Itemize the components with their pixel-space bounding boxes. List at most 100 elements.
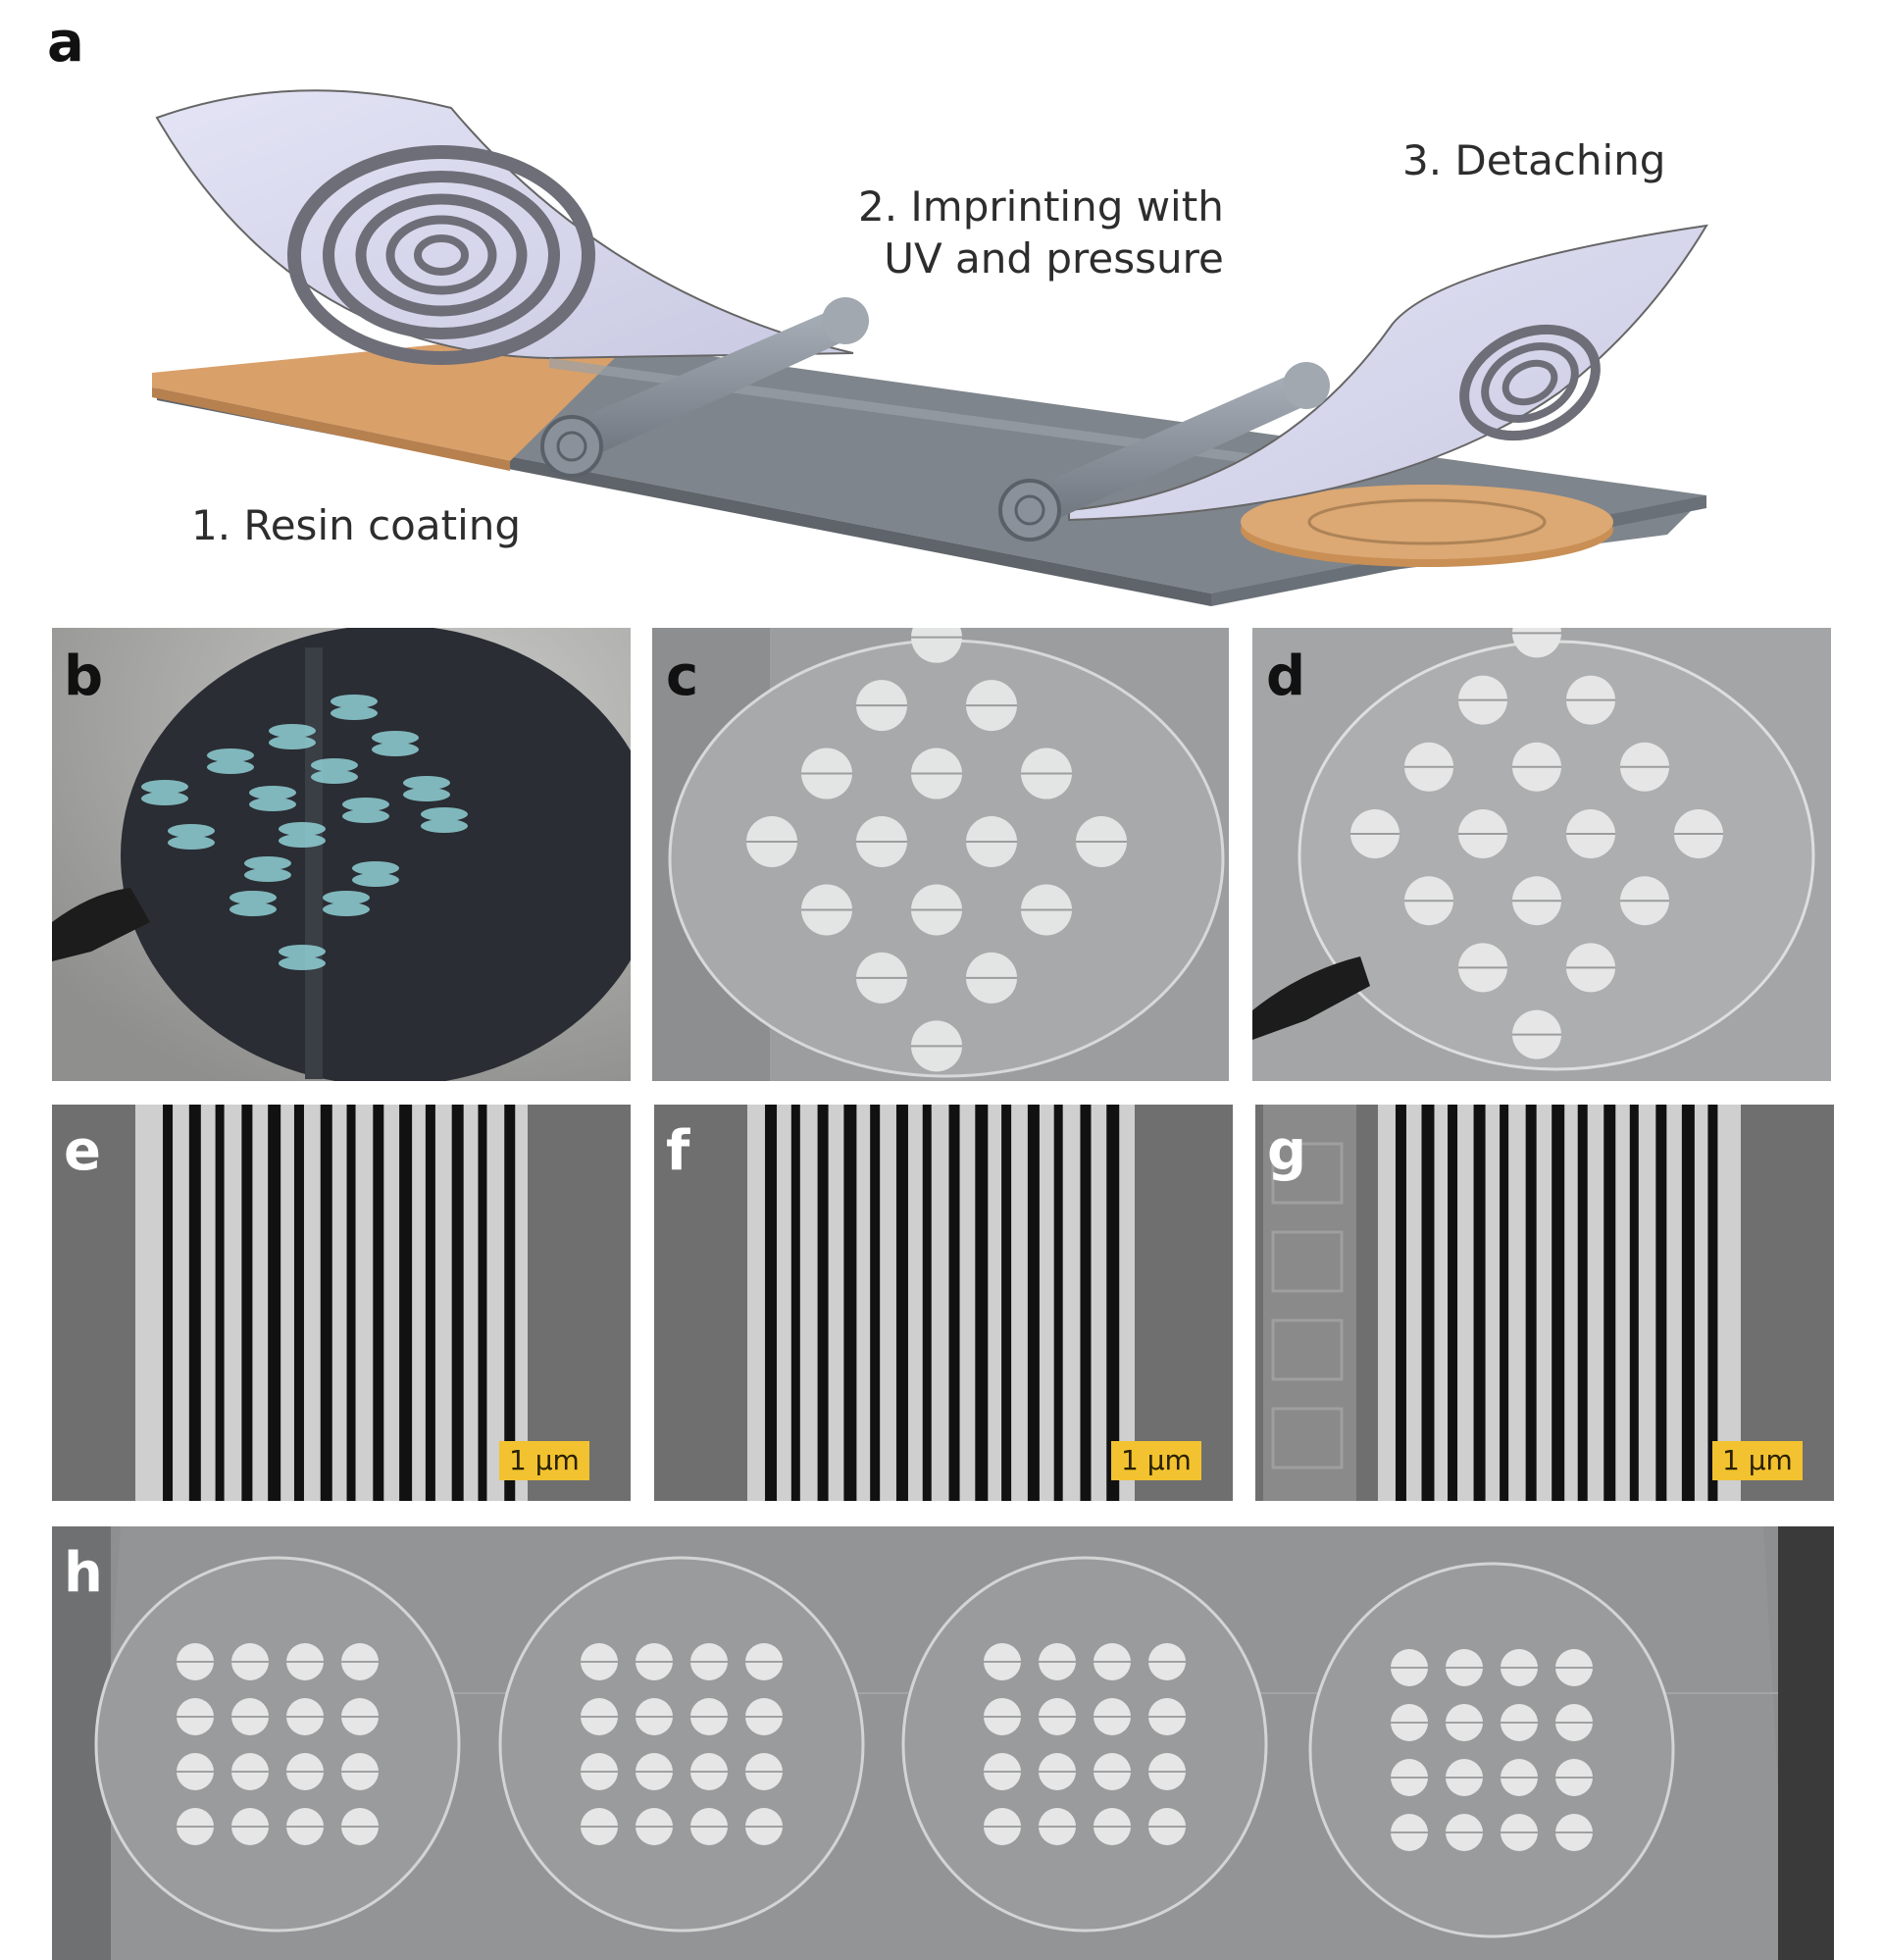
grating-ridge <box>1395 1105 1406 1501</box>
wafer-lens <box>279 834 326 848</box>
wafer-lens <box>279 956 326 970</box>
grating-ridge <box>1448 1105 1458 1501</box>
grating-ridge <box>215 1105 225 1501</box>
roller-left <box>540 297 869 478</box>
grating-ridge <box>1552 1105 1565 1501</box>
panel-a-illustration: a <box>0 0 1883 608</box>
grating-ridge <box>1681 1105 1695 1501</box>
grating-ridge <box>1027 1105 1040 1501</box>
imprinting-process-diagram <box>152 89 1708 606</box>
fresnel-rings-left <box>287 145 595 365</box>
grating-ridge <box>1707 1105 1718 1501</box>
panel-h-photo: h <box>52 1526 1834 1960</box>
panel-h-letter: h <box>64 1541 103 1605</box>
grating-ridge <box>1655 1105 1667 1501</box>
wafer-lens <box>323 891 370 904</box>
wafer-row <box>94 1556 1675 1938</box>
grating-ridge <box>1525 1105 1537 1501</box>
wafer-lens <box>229 903 277 916</box>
wafer-lens <box>244 868 291 882</box>
grating-ridge <box>241 1105 253 1501</box>
grating-ridge <box>320 1105 332 1501</box>
panel-a-letter: a <box>47 11 84 75</box>
wafer-lens <box>249 798 296 811</box>
grating-ridge <box>1001 1105 1012 1501</box>
grating-ridge <box>293 1105 304 1501</box>
panel-g-letter: g <box>1267 1119 1307 1183</box>
wafer-lens <box>403 776 450 790</box>
wafer-lens <box>323 903 370 916</box>
wafer-lens <box>311 758 358 772</box>
grating-ridge <box>268 1105 281 1501</box>
grating-ridge <box>765 1105 778 1501</box>
grating-ridge <box>1473 1105 1486 1501</box>
step-label-imprinting: 2. Imprinting with UV and pressure <box>858 182 1224 283</box>
grating-ridge <box>188 1105 201 1501</box>
grating-ridge <box>399 1105 413 1501</box>
four-wafers-image <box>52 1526 1834 1960</box>
wafer-lens <box>207 760 254 774</box>
stamp-film-right <box>1068 224 1708 522</box>
panel-c-letter: c <box>666 645 699 708</box>
grating-ridge <box>1421 1105 1435 1501</box>
wafer-lens <box>421 819 468 833</box>
panel-d-letter: d <box>1266 645 1306 708</box>
wafer-lens <box>269 736 316 749</box>
grating-ridge <box>504 1105 516 1501</box>
grating-ridge <box>1106 1105 1120 1501</box>
wafer-lens <box>229 891 277 904</box>
panel-g-sem: g 1 µm <box>1255 1105 1834 1501</box>
wafer-lens <box>342 809 389 823</box>
wafer-lens <box>352 861 399 875</box>
panel-d-photo: d <box>1252 628 1831 1081</box>
wafer-lens <box>421 807 468 821</box>
grating-ridge <box>1577 1105 1588 1501</box>
grating-ridge <box>1500 1105 1509 1501</box>
grating-ridge <box>790 1105 800 1501</box>
scalebar-e: 1 µm <box>499 1441 589 1480</box>
wafer-lens <box>279 945 326 958</box>
grating-ridge <box>1080 1105 1092 1501</box>
grating-ridge <box>163 1105 174 1501</box>
wafer-disc <box>1308 1562 1675 1938</box>
wafer-lens <box>249 786 296 799</box>
wafer-lens <box>279 822 326 836</box>
wafer-lens <box>168 824 215 838</box>
wafer-lens <box>352 873 399 887</box>
lens-element <box>1512 628 1561 658</box>
grating-ridge <box>895 1105 908 1501</box>
wafer-lens <box>372 743 419 756</box>
grating-ridge <box>843 1105 857 1501</box>
grating-ridge <box>478 1105 487 1501</box>
wafer-lens <box>403 788 450 801</box>
sem-grating-f <box>654 1105 1233 1501</box>
grating-ridge <box>1053 1105 1063 1501</box>
wafer-lens <box>372 731 419 745</box>
wafer-lens <box>244 856 291 870</box>
wafer-lens <box>331 695 378 708</box>
panel-f-letter: f <box>666 1119 690 1183</box>
sem-grating-g <box>1255 1105 1834 1501</box>
grating-ridge <box>1629 1105 1639 1501</box>
resin-coating-region <box>152 334 628 461</box>
lens-array-d <box>1350 628 1723 1059</box>
grating-ridge <box>451 1105 464 1501</box>
wafer-lens <box>207 748 254 762</box>
wafer-lens <box>168 836 215 850</box>
wafer-lens-array <box>141 695 468 970</box>
panel-e-letter: e <box>64 1119 101 1183</box>
scalebar-f: 1 µm <box>1111 1441 1201 1480</box>
wafer-disc <box>901 1556 1268 1933</box>
panel-e-sem: e 1 µm <box>52 1105 631 1501</box>
grating-ridge <box>1603 1105 1616 1501</box>
panel-f-sem: f 1 µm <box>654 1105 1233 1501</box>
grating-ridge <box>425 1105 435 1501</box>
sem-grating-e <box>52 1105 631 1501</box>
wafer-lens <box>141 792 188 805</box>
panel-c-photo: c <box>652 628 1229 1081</box>
clear-wafer-image-d <box>1252 628 1831 1081</box>
scalebar-g: 1 µm <box>1712 1441 1803 1480</box>
grating-ridge <box>975 1105 989 1501</box>
lens-array-c <box>746 628 1127 1072</box>
wafer-lens <box>342 798 389 811</box>
